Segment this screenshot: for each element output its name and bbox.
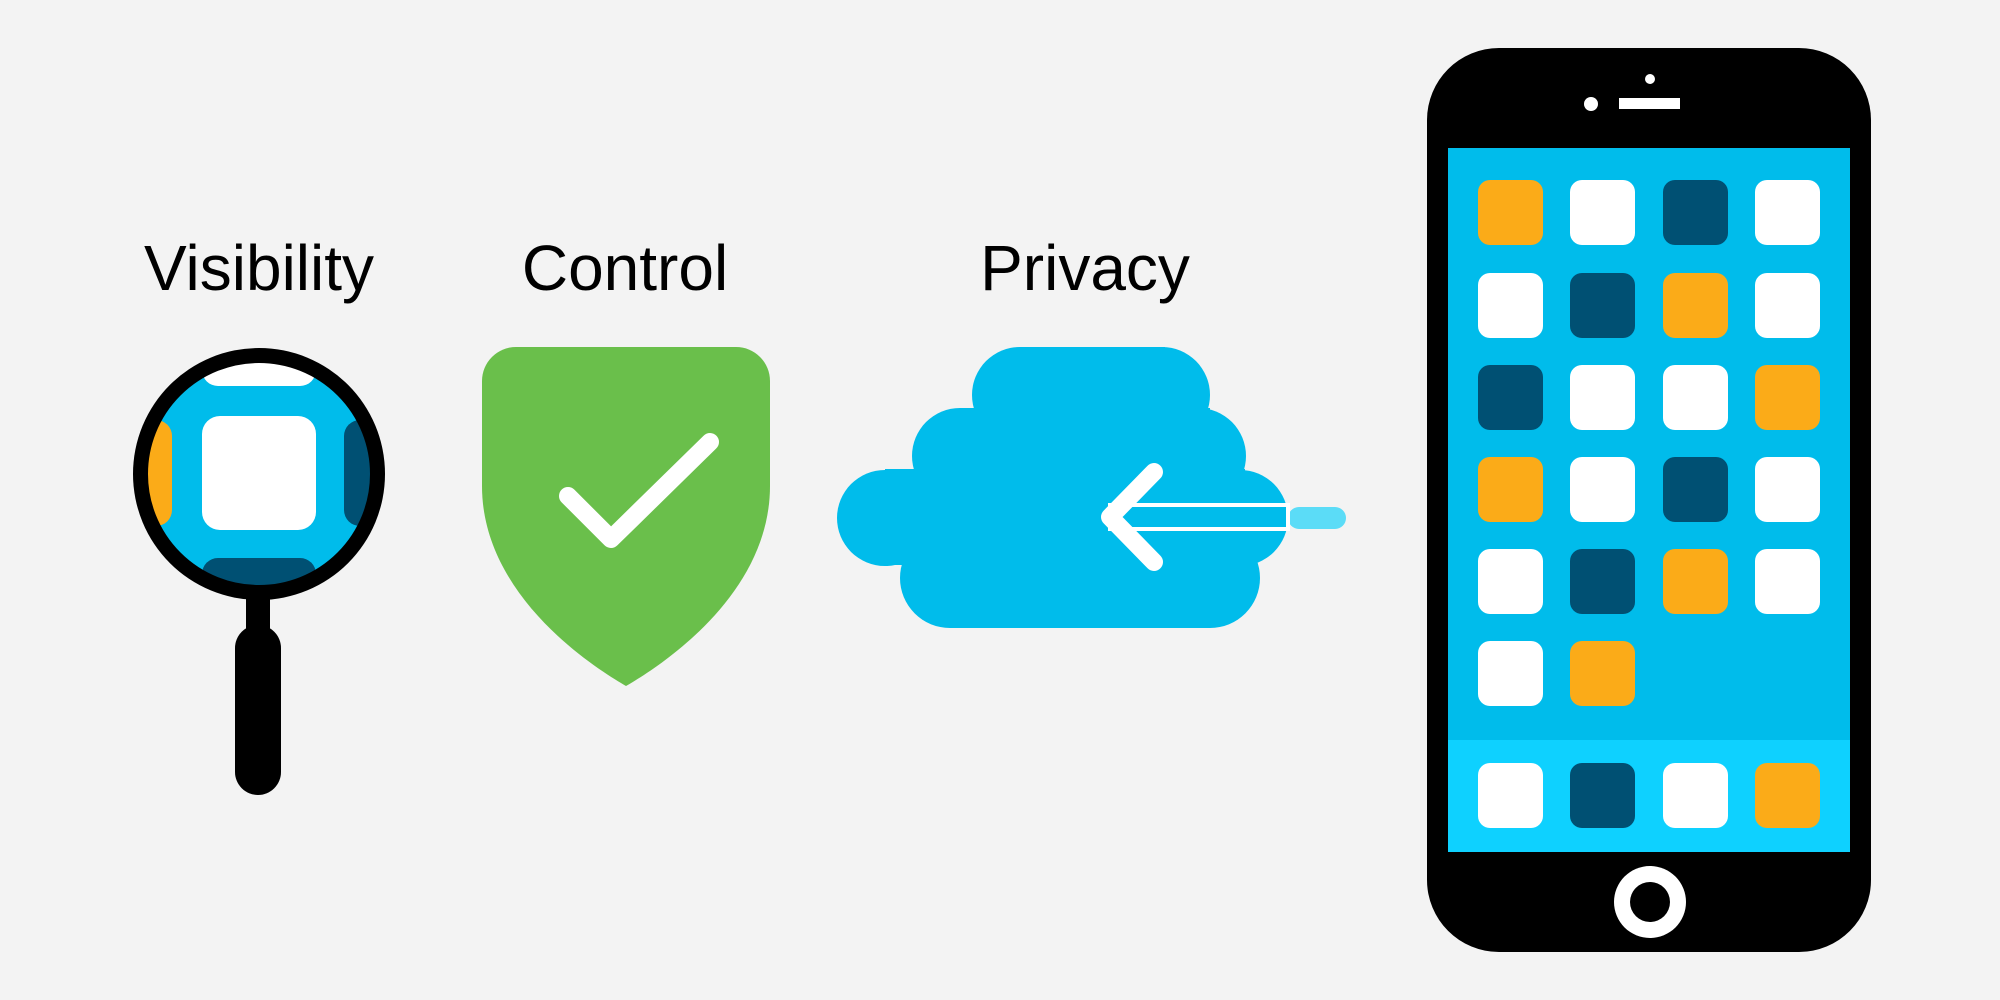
visibility-label: Visibility [144,232,374,304]
app-icon[interactable] [1478,273,1543,338]
app-icon[interactable] [1478,641,1543,706]
app-icon[interactable] [1663,457,1728,522]
control-label: Control [522,232,728,304]
app-icon[interactable] [1755,457,1820,522]
magnifying-glass-icon [133,348,385,795]
cloud-arrow-icon [837,347,1346,628]
app-icon[interactable] [1663,180,1728,245]
phone-sensor [1584,97,1598,111]
dock-apps [1478,763,1820,828]
app-icon[interactable] [1570,273,1635,338]
dock-app-icon[interactable] [1755,763,1820,828]
app-icon[interactable] [1570,641,1635,706]
app-icon[interactable] [1570,457,1635,522]
app-icon[interactable] [1570,365,1635,430]
privacy-label: Privacy [980,232,1190,304]
dock-app-icon[interactable] [1663,763,1728,828]
app-icon[interactable] [1755,365,1820,430]
app-icon[interactable] [1478,180,1543,245]
app-icon[interactable] [1570,180,1635,245]
dock-app-icon[interactable] [1478,763,1543,828]
dock-app-icon[interactable] [1570,763,1635,828]
phone-speaker [1619,98,1680,109]
app-grid [1478,180,1820,706]
app-icon[interactable] [1755,180,1820,245]
app-icon[interactable] [1478,457,1543,522]
app-icon[interactable] [1663,549,1728,614]
app-icon[interactable] [1478,549,1543,614]
app-icon[interactable] [1755,273,1820,338]
app-icon[interactable] [1570,549,1635,614]
shield-check-icon [482,347,770,686]
smartphone-icon [1427,48,1871,952]
app-icon[interactable] [1755,549,1820,614]
app-icon[interactable] [1478,365,1543,430]
phone-camera [1645,74,1655,84]
app-icon[interactable] [1663,273,1728,338]
app-icon[interactable] [1663,365,1728,430]
